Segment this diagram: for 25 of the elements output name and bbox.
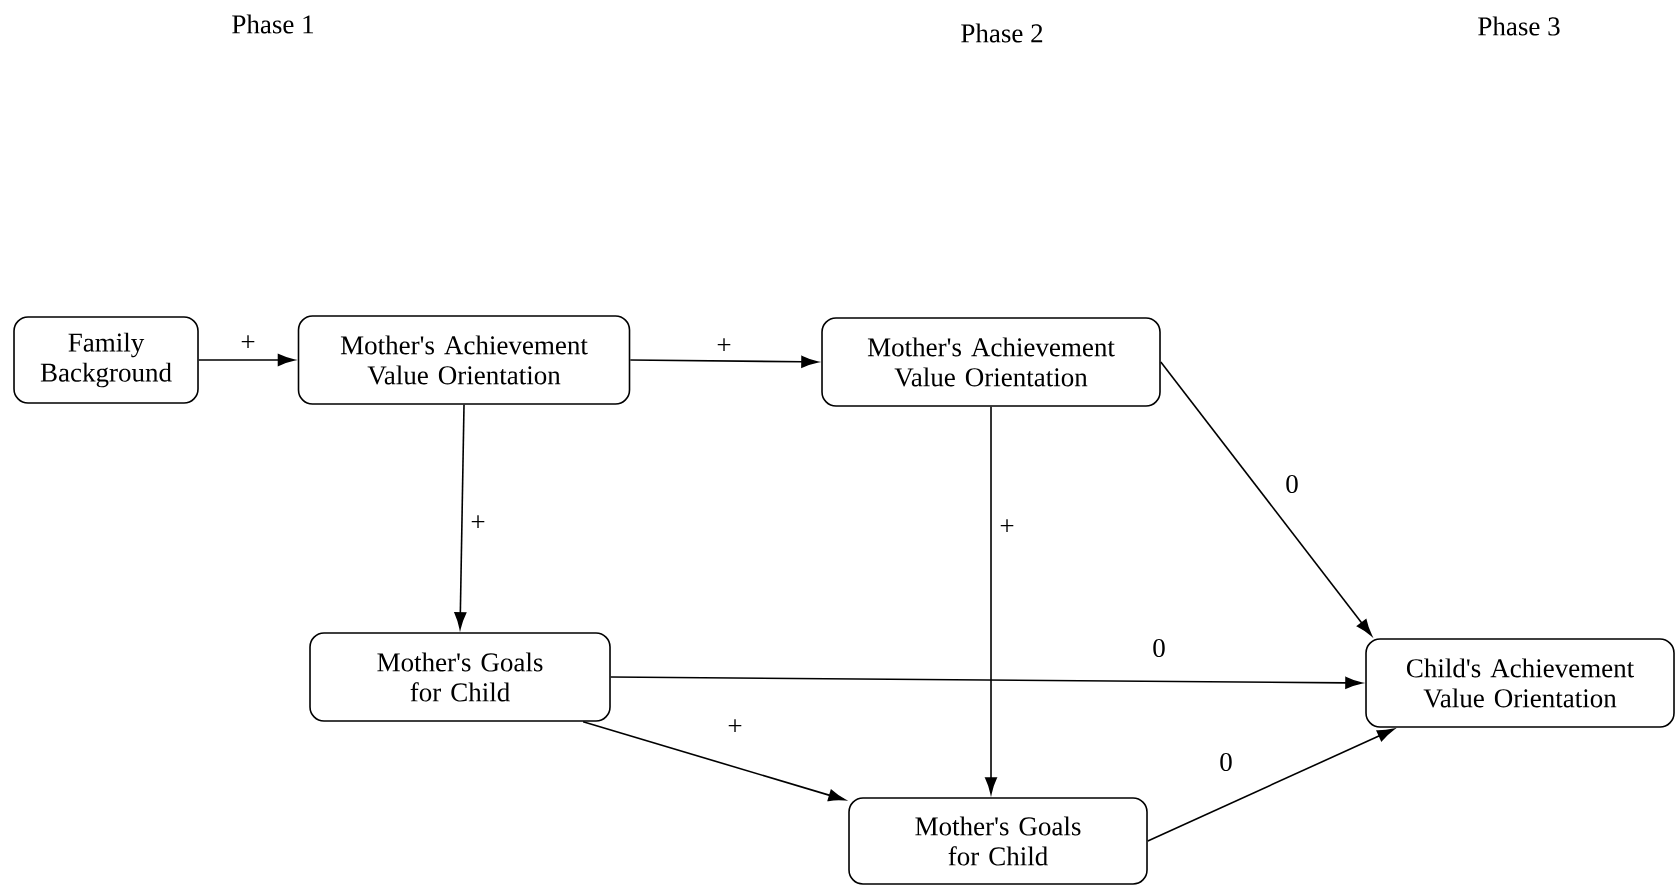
phase-label: Phase 1 xyxy=(232,14,313,34)
arrow xyxy=(1147,728,1395,842)
edge-label: + xyxy=(997,517,1017,537)
process-box: Mother's Goals for Child xyxy=(309,632,611,722)
process-box: Mother's Achievement Value Orientation xyxy=(297,315,631,405)
arrow xyxy=(582,721,846,802)
edge-label: + xyxy=(725,717,745,737)
process-box: Mother's Goals for Child xyxy=(848,797,1148,885)
arrow xyxy=(454,404,467,630)
edge-label: + xyxy=(468,513,488,533)
process-box: Family Background xyxy=(13,316,199,404)
phase-label: Phase 2 xyxy=(961,23,1043,43)
arrow xyxy=(610,676,1363,689)
arrow xyxy=(629,355,819,368)
edge-label: 0 xyxy=(1217,750,1235,774)
arrow xyxy=(1160,361,1372,636)
edge-label: 0 xyxy=(1150,636,1168,660)
arrow xyxy=(198,354,295,366)
edge-label: + xyxy=(238,333,258,353)
arrow xyxy=(985,406,997,795)
process-box: Child's Achievement Value Orientation xyxy=(1365,638,1675,728)
phase-label: Phase 3 xyxy=(1478,16,1560,36)
process-box: Mother's Achievement Value Orientation xyxy=(821,317,1161,407)
edge-label: 0 xyxy=(1283,472,1301,496)
edge-label: + xyxy=(714,336,734,356)
